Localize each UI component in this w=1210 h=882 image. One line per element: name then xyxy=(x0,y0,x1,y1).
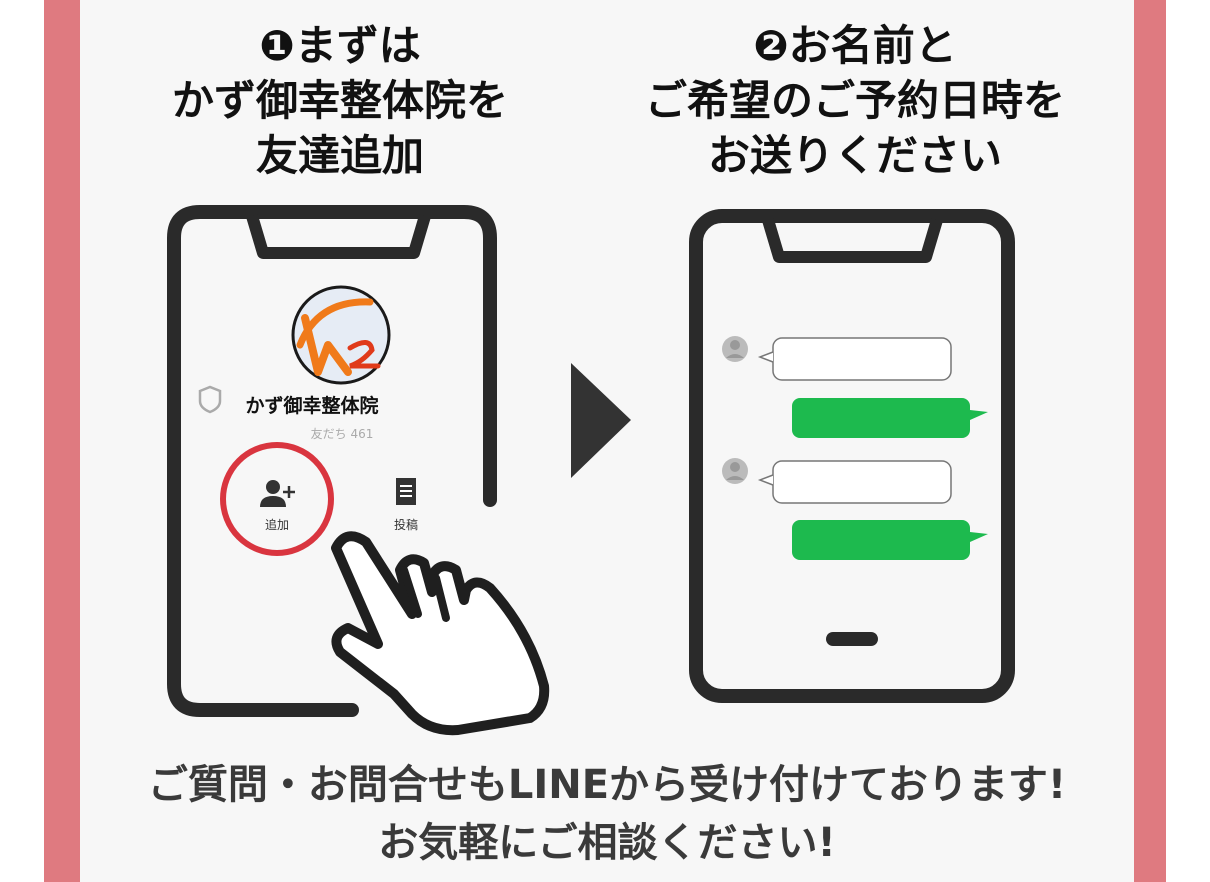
step1-title-line: かず御幸整体院を xyxy=(171,76,508,125)
arrow-right-icon xyxy=(571,363,631,478)
add-highlight-circle xyxy=(220,442,334,556)
shield-icon xyxy=(198,385,222,414)
friends-count: 友だち 461 xyxy=(311,427,374,441)
phone-left xyxy=(167,205,497,717)
frame-right-border xyxy=(1134,0,1166,882)
step2-title-line: ご希望のご予約日時を xyxy=(644,76,1065,125)
chat-message-received xyxy=(722,458,952,504)
phone-right xyxy=(689,209,1015,703)
step1-title-line: 友達追加 xyxy=(255,131,424,180)
avatar-icon xyxy=(722,336,748,362)
chat-message-received xyxy=(722,336,952,381)
post-icon[interactable] xyxy=(396,478,416,505)
profile-name: かず御幸整体院 xyxy=(245,394,378,417)
chat-message-sent xyxy=(792,520,988,560)
footer-line-1: ご質問・お問合せもLINEから受け付けております! xyxy=(147,762,1067,808)
chat-message-sent xyxy=(792,398,988,438)
frame-left-border xyxy=(44,0,80,882)
step1-title: ❶まずは かず御幸整体院を 友達追加 xyxy=(120,18,560,183)
avatar-icon xyxy=(722,458,748,484)
step2-title: ❷お名前と ご希望のご予約日時を お送りください xyxy=(590,18,1120,183)
post-label: 投稿 xyxy=(394,517,418,532)
clinic-logo xyxy=(291,285,391,385)
step1-title-line: ❶まずは xyxy=(259,21,421,70)
step2-title-line: ❷お名前と xyxy=(753,21,957,70)
step2-title-line: お送りください xyxy=(707,131,1002,180)
pointing-hand-icon xyxy=(331,531,550,736)
footer-line-2: お気軽にご相談ください! xyxy=(378,820,836,866)
add-label: 追加 xyxy=(265,517,289,532)
add-friend-icon[interactable] xyxy=(260,480,295,507)
